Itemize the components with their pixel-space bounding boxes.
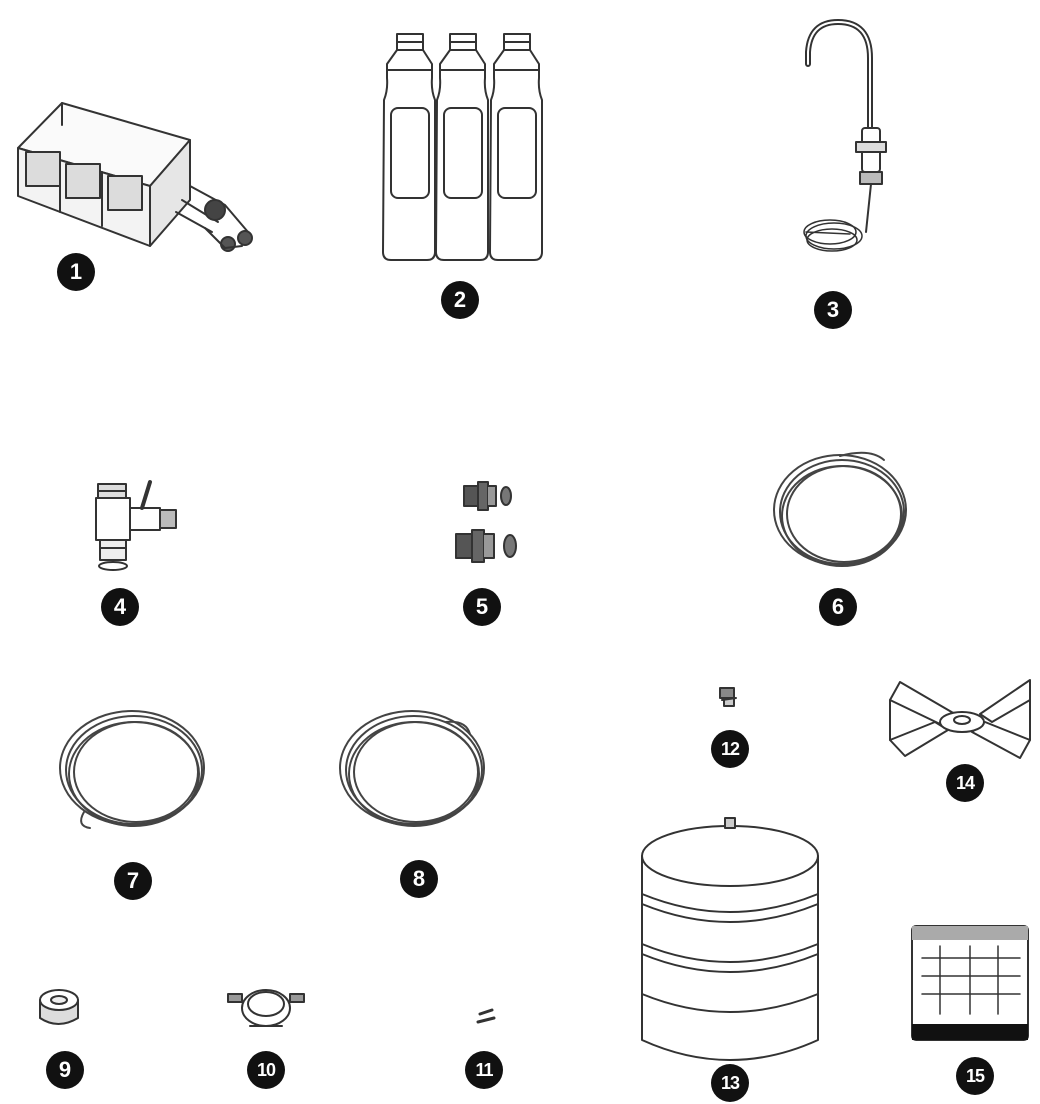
part-number-badge: 6 [819, 588, 857, 626]
part-number-badge: 10 [247, 1051, 285, 1089]
part-number-badge: 3 [814, 291, 852, 329]
tank-stand-icon [889, 679, 1031, 759]
manual-card-icon [911, 925, 1029, 1041]
storage-tank-icon [641, 817, 819, 1061]
tank-valve-icon [719, 687, 737, 707]
part-number-badge: 5 [463, 588, 501, 626]
part-number-badge: 11 [465, 1051, 503, 1089]
drain-clamp-icon [227, 989, 305, 1027]
tube-connectors-icon [455, 481, 517, 563]
tape-roll-icon [39, 989, 79, 1025]
filter-manifold-icon [17, 102, 253, 252]
tubing-coil-icon [773, 451, 907, 567]
part-number-badge: 2 [441, 281, 479, 319]
part-number-badge: 8 [400, 860, 438, 898]
feed-valve-icon [95, 480, 177, 571]
filter-cartridges-icon [382, 33, 543, 261]
part-number-badge: 13 [711, 1064, 749, 1102]
part-number-badge: 1 [57, 253, 95, 291]
screws-icon [476, 1008, 496, 1024]
part-number-badge: 7 [114, 862, 152, 900]
tubing-coil-icon [59, 710, 205, 829]
part-number-badge: 4 [101, 588, 139, 626]
faucet-icon [803, 19, 887, 252]
part-number-badge: 9 [46, 1051, 84, 1089]
part-number-badge: 15 [956, 1057, 994, 1095]
part-number-badge: 12 [711, 730, 749, 768]
tubing-coil-icon [339, 710, 485, 827]
part-number-badge: 14 [946, 764, 984, 802]
